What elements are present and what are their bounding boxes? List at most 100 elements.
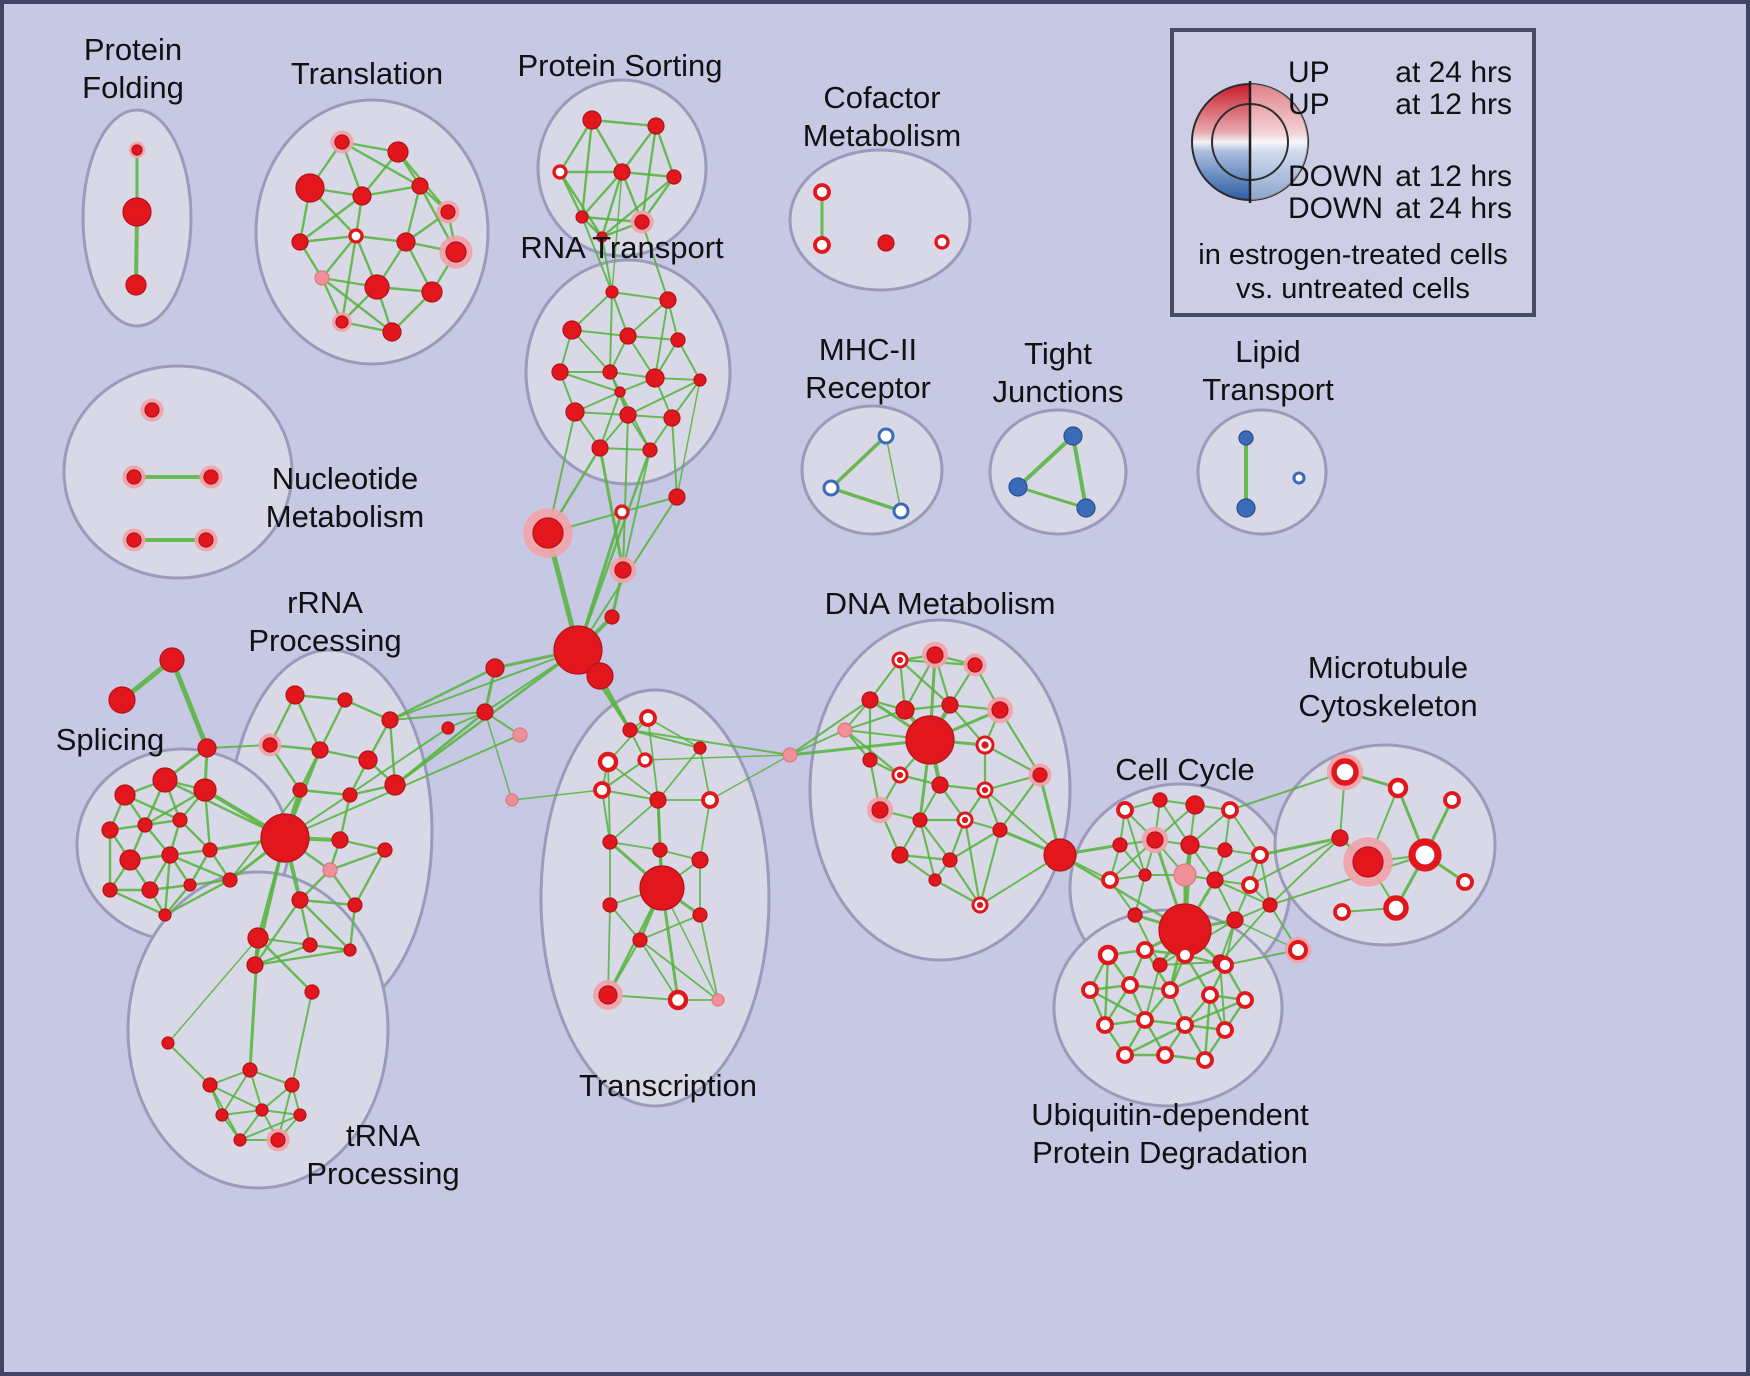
node [1352,846,1384,878]
node [108,686,136,714]
cluster-label-cofactor-metabolism: Metabolism [803,118,962,153]
edge [163,878,232,917]
cluster-label-splicing: Splicing [56,722,165,757]
edge [644,754,791,761]
edge [1203,993,1212,1062]
edge [298,788,352,797]
cluster-ellipse-trna-processing [126,870,390,1190]
edge [1229,809,1261,856]
node [892,502,910,520]
node [358,750,378,770]
edge [843,728,902,777]
node [1173,863,1197,887]
edge [340,234,358,324]
cluster-label-trna-processing: Processing [306,1156,459,1191]
edge [320,234,358,280]
node [961,816,969,824]
cluster-label-trna-processing: tRNA [346,1118,420,1153]
node [101,821,119,839]
edge [639,914,701,941]
edge [284,727,449,839]
edge [789,699,871,756]
node [1288,940,1308,960]
node [285,685,305,705]
node [1043,838,1077,872]
node [593,781,611,799]
edge [676,379,701,498]
node [1292,471,1306,485]
edge [918,818,937,882]
edge [293,693,322,752]
edge [320,276,394,334]
node [652,842,668,858]
edge [168,853,232,882]
edge [1269,837,1341,906]
cluster-label-dna-metabolism: DNA Metabolism [825,586,1056,621]
node [1076,498,1096,518]
node [331,831,349,849]
node [1262,897,1278,913]
node [291,891,309,909]
edge [963,818,982,907]
edge [353,848,387,907]
node [381,711,399,729]
edge [298,234,358,244]
legend-direction: UP [1288,56,1330,89]
edge [600,175,676,239]
node [1443,791,1461,809]
edge [209,1084,263,1111]
edge [607,904,611,996]
node [304,984,320,1000]
node [161,1036,175,1050]
node [552,164,568,180]
edge [221,1069,251,1116]
node [102,882,118,898]
node [387,141,409,163]
node [562,320,582,340]
node [222,872,238,888]
legend-time: at 12 hrs [1395,160,1512,193]
edge [590,118,658,128]
edge [590,118,624,174]
edge [221,1109,263,1116]
node [597,751,619,773]
node [647,117,665,135]
edge [1016,434,1075,489]
node [701,791,719,809]
node [1116,801,1134,819]
node [1097,944,1119,966]
edge [580,170,624,219]
node [1206,871,1224,889]
node [659,291,677,309]
cluster-label-protein-sorting: Protein Sorting [517,48,722,83]
node [604,609,620,625]
edge [609,841,661,851]
node [1112,837,1128,853]
node [1216,956,1234,974]
edge [576,448,652,652]
edge [600,170,624,239]
edge [933,878,982,907]
node [1216,1021,1234,1039]
node [813,183,831,201]
node [619,327,637,345]
cluster-label-nucleotide-metabolism: Nucleotide [272,461,418,496]
node [215,1108,229,1122]
node [967,657,983,673]
node [1136,1011,1154,1029]
node [1101,871,1119,889]
node [441,721,455,735]
node [203,469,219,485]
node [382,322,402,342]
cluster-label-protein-folding: Folding [82,70,184,105]
node [551,363,569,381]
node [668,488,686,506]
edge [627,379,701,416]
node [1032,767,1048,783]
node [1236,498,1256,518]
edge [1071,434,1088,510]
cluster-label-lipid-transport: Lipid [1235,334,1301,369]
cluster-ellipse-mhc-ii-receptor [800,404,944,536]
node [862,752,878,768]
